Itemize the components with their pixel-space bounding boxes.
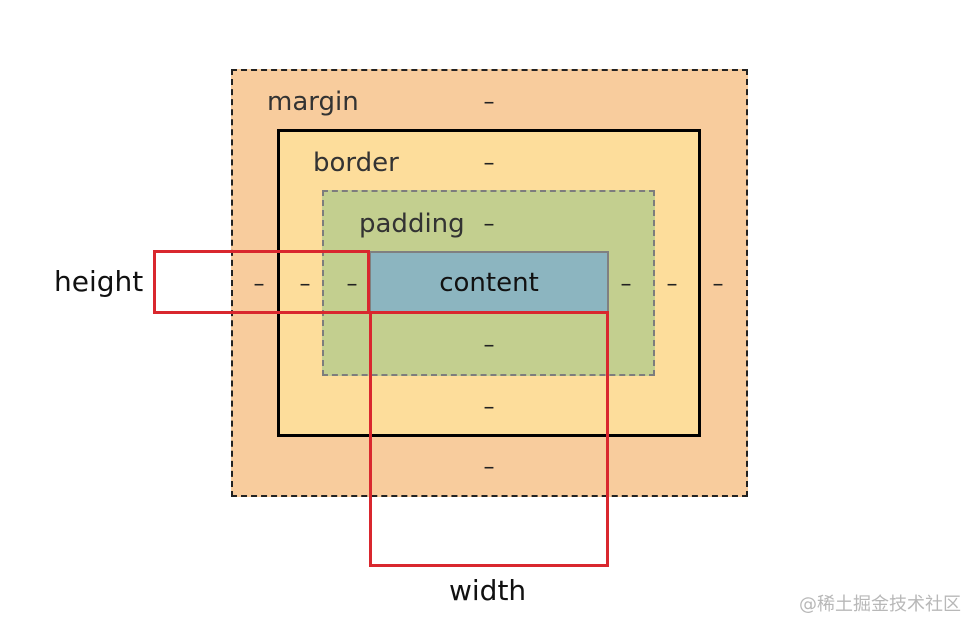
margin-label: margin — [267, 87, 359, 117]
border-right-dash: – — [666, 272, 678, 297]
margin-right-dash: – — [712, 272, 724, 297]
width-annotation-label: width — [449, 574, 527, 607]
padding-top-dash: – — [483, 212, 495, 237]
padding-right-dash: – — [620, 272, 632, 297]
padding-label: padding — [359, 209, 465, 239]
margin-left-dash: – — [253, 272, 265, 297]
height-annotation-label: height — [54, 265, 144, 298]
border-label: border — [313, 148, 399, 178]
width-annotation-outline — [369, 311, 609, 567]
margin-bottom-dash: – — [483, 455, 495, 480]
content-label: content — [439, 267, 539, 298]
margin-top-dash: – — [483, 90, 495, 115]
padding-left-dash: – — [346, 272, 358, 297]
content-box: content — [369, 251, 609, 314]
height-annotation-outline — [153, 250, 370, 314]
watermark: @稀土掘金技术社区 — [799, 594, 961, 615]
padding-bottom-dash: – — [483, 333, 495, 358]
border-top-dash: – — [483, 151, 495, 176]
border-bottom-dash: – — [483, 395, 495, 420]
border-left-dash: – — [299, 272, 311, 297]
